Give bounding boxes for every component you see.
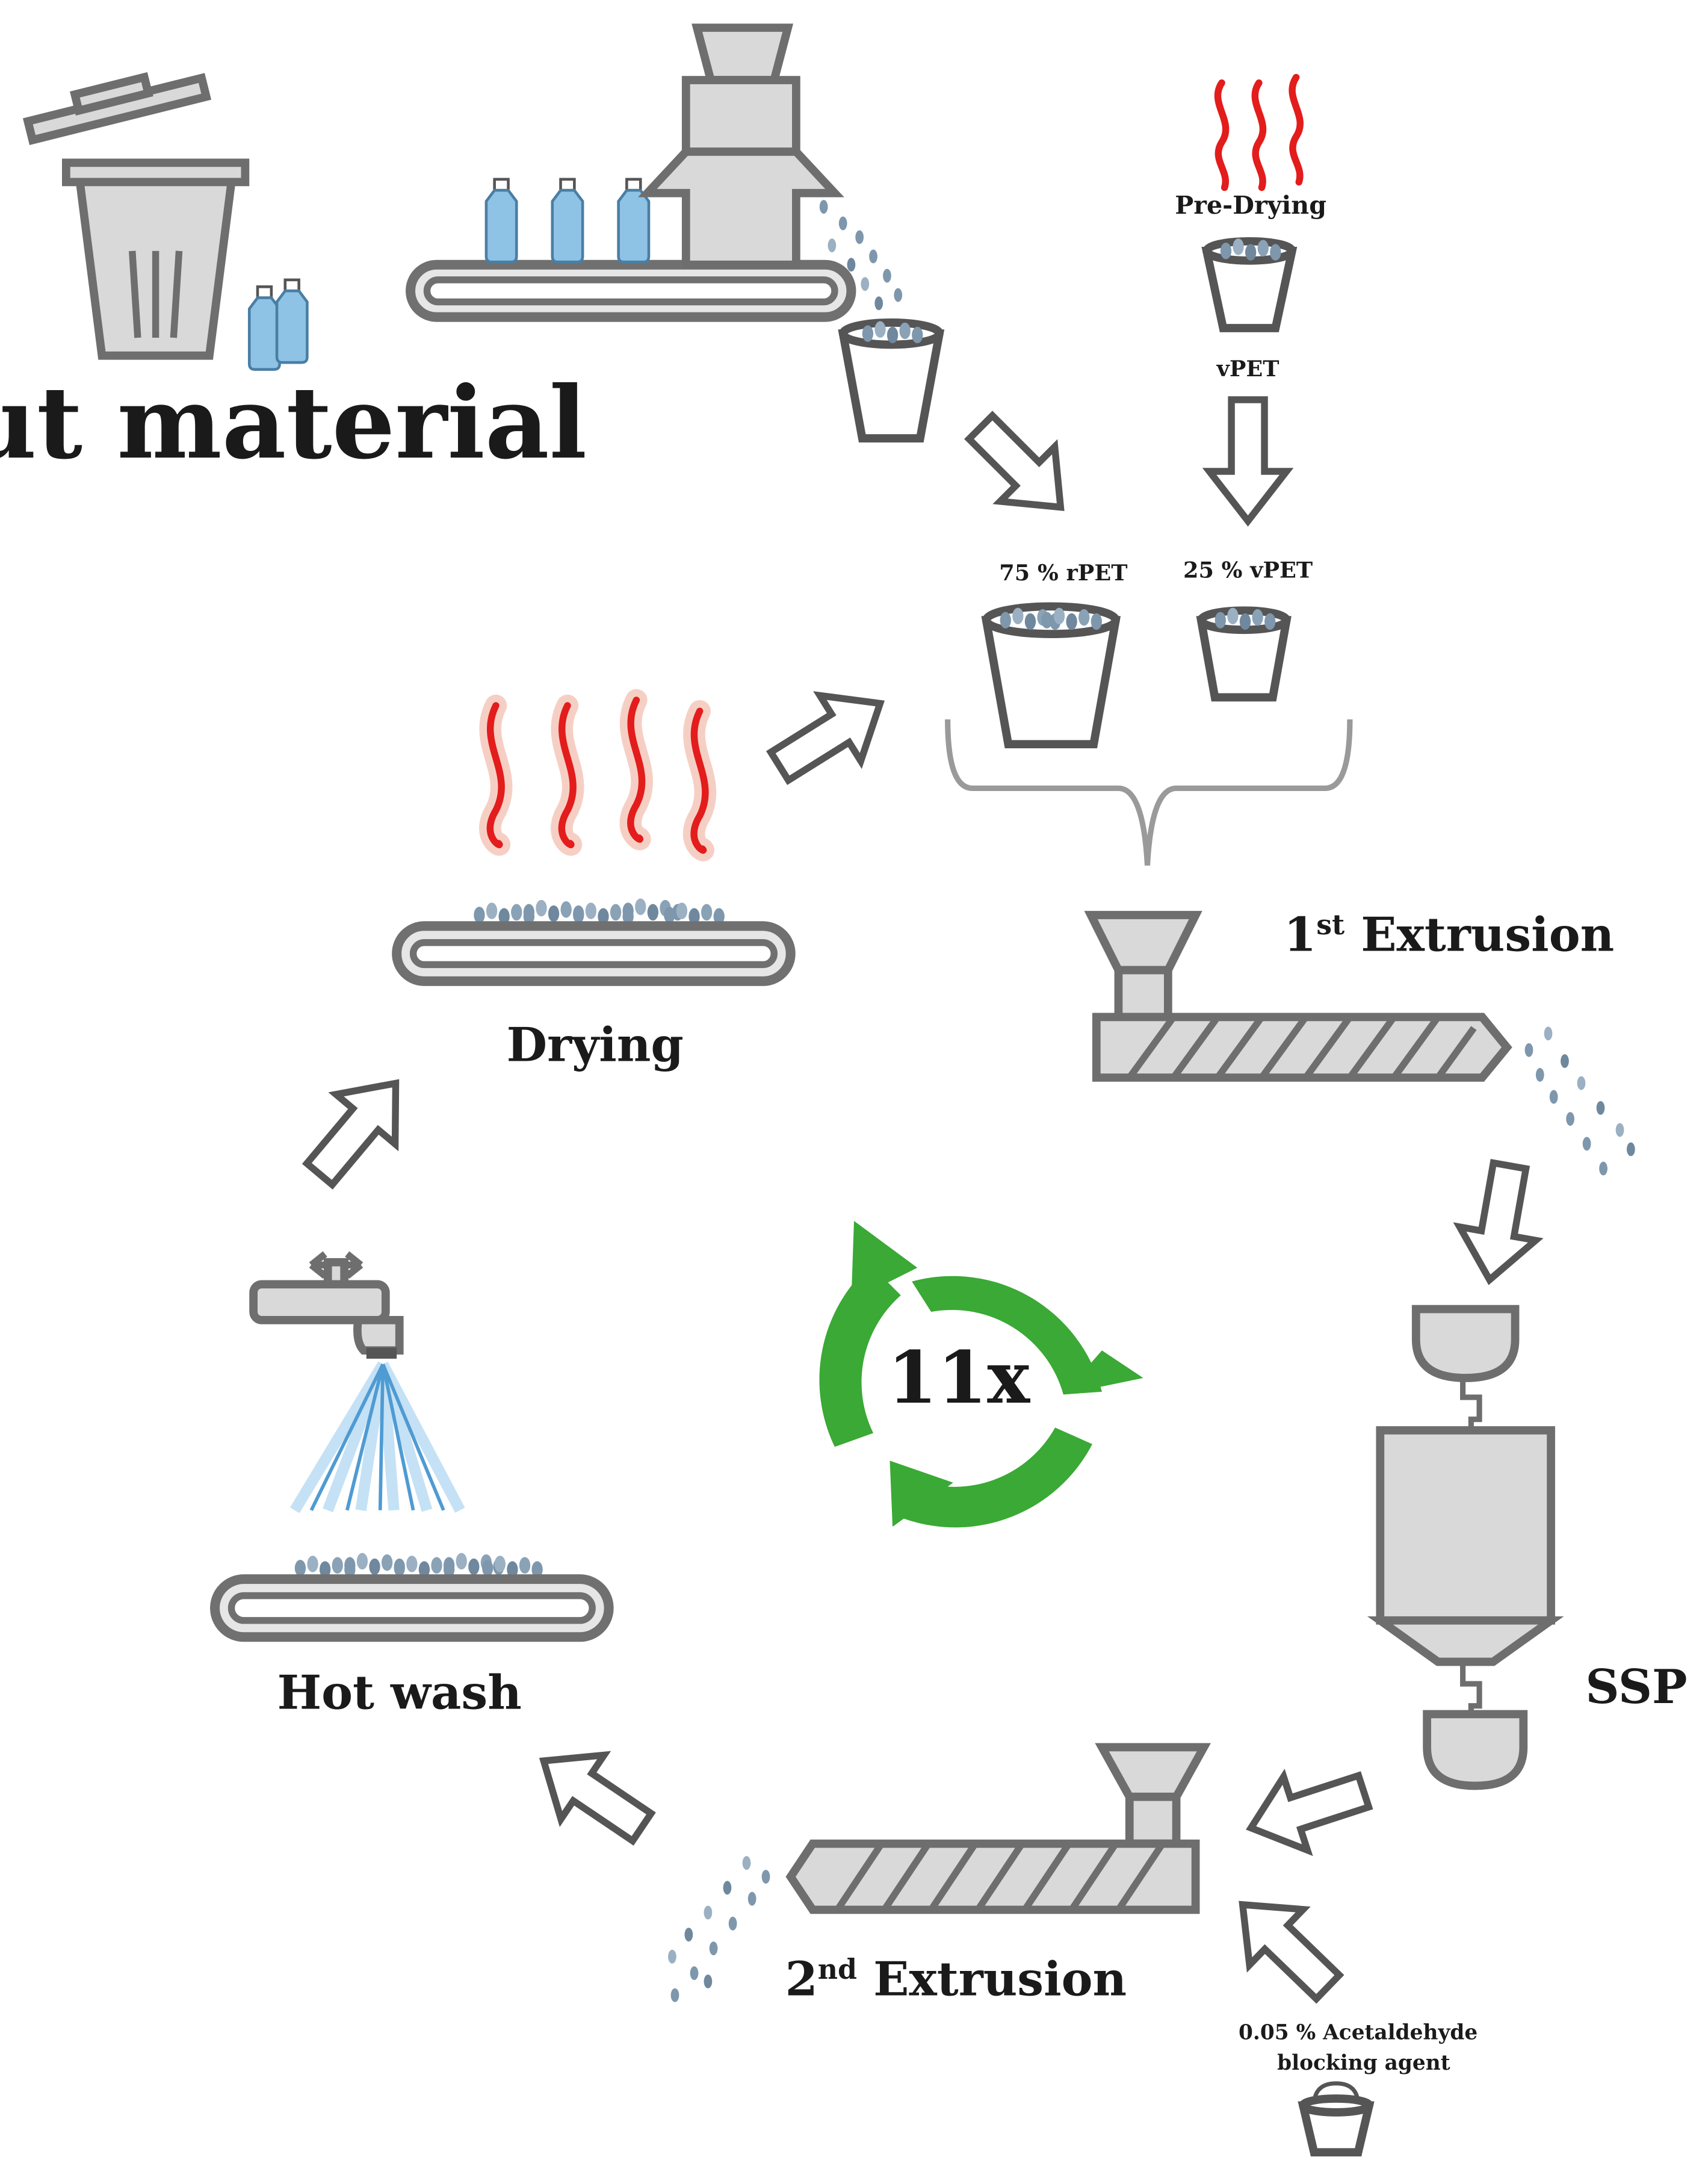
- water-tap-icon: [249, 1251, 404, 1359]
- bottles-icon: [249, 280, 307, 370]
- flow-arrow-icon: [1202, 396, 1294, 527]
- hot-wash-label: Hot wash: [277, 1665, 522, 1720]
- second-extrusion-label: 2nd Extrusion: [785, 1952, 1127, 2006]
- trash-can-icon: [22, 72, 250, 360]
- flow-arrow-icon: [1453, 1159, 1544, 1285]
- second-extrusion-stage: 2nd Extrusion 0.05 % Acetaldehyde blocki…: [539, 1743, 1477, 2157]
- flake-cup-icon: [838, 318, 945, 442]
- blocking-agent-label-line2: blocking agent: [1277, 2051, 1450, 2075]
- pellet-spray-icon: [1524, 1026, 1635, 1176]
- pre-drying-stage: Pre-Drying vPET: [1175, 73, 1326, 527]
- vpet-share-cup-icon: [1196, 606, 1292, 702]
- bucket-icon: [1298, 2081, 1375, 2157]
- pre-drying-label: Pre-Drying: [1175, 190, 1326, 220]
- flow-arrow-icon: [539, 1751, 656, 1846]
- bottle-icon: [486, 179, 649, 262]
- vpet-share-label: 25 % vPET: [1183, 557, 1313, 583]
- drying-stage: Drying: [392, 689, 885, 1073]
- ssp-reactor-icon: [1367, 1305, 1564, 1790]
- input-material-label: Input material: [0, 364, 587, 481]
- ssp-stage: SSP: [1246, 1305, 1688, 1857]
- extruder-icon: [1084, 911, 1512, 1082]
- flow-arrow-icon: [302, 1079, 400, 1190]
- input-material-stage: Input material: [0, 72, 587, 481]
- flow-arrow-icon: [1239, 1901, 1344, 2004]
- flow-arrow-icon: [766, 691, 885, 785]
- pellet-layer: [474, 898, 725, 925]
- rpet-share-label: 75 % rPET: [999, 560, 1127, 586]
- pellet-spray-icon: [668, 1856, 770, 2002]
- drying-label: Drying: [507, 1018, 684, 1073]
- ssp-label: SSP: [1585, 1660, 1687, 1714]
- pellet-layer: [294, 1553, 543, 1578]
- first-extrusion-label: 1st Extrusion: [1284, 907, 1614, 962]
- cycle-count-label: 11x: [888, 1336, 1031, 1420]
- flow-arrow-icon: [1246, 1769, 1373, 1857]
- hot-wash-stage: Hot wash: [210, 1079, 614, 1720]
- rpet-cup-icon: [981, 602, 1121, 749]
- water-spray-icon: [289, 1361, 465, 1513]
- blocking-agent-label-line1: 0.05 % Acetaldehyde: [1239, 2021, 1477, 2045]
- vpet-cup-icon: [1201, 237, 1298, 332]
- recycle-arrows-icon: 11x: [819, 1221, 1143, 1528]
- vpet-label: vPET: [1216, 356, 1279, 382]
- blend-stage: 75 % rPET 25 % vPET: [945, 557, 1353, 866]
- heat-waves-icon: [479, 689, 717, 861]
- conveyor-belt-icon: [406, 259, 856, 322]
- shredding-stage: [406, 23, 1065, 511]
- blend-bracket: [945, 719, 1353, 866]
- first-extrusion-stage: 1st Extrusion: [1084, 907, 1635, 1285]
- falling-flakes-icon: [819, 200, 903, 311]
- heat-waves-icon: [1214, 73, 1304, 191]
- flow-arrow-icon: [964, 411, 1065, 511]
- conveyor-belt-icon: [210, 1574, 614, 1642]
- extruder-icon: [785, 1743, 1211, 1914]
- conveyor-belt-icon: [392, 921, 796, 986]
- hopper-icon: [637, 23, 844, 269]
